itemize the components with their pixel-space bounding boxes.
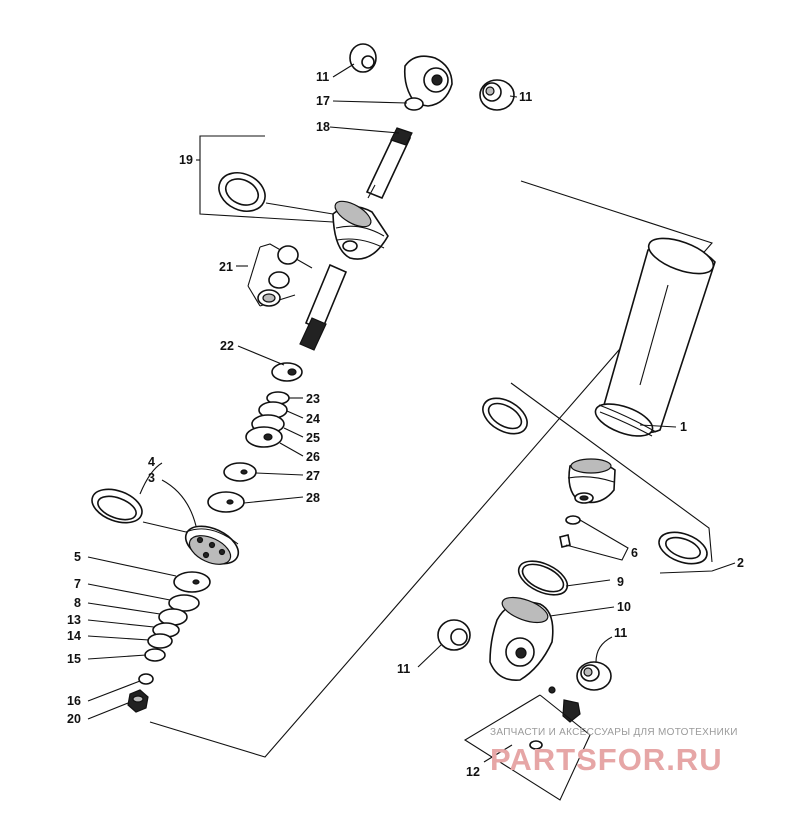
washer-stack — [207, 362, 303, 513]
upper-right-bushing — [479, 79, 515, 111]
callout-5: 5 — [74, 550, 81, 564]
small-fittings — [559, 515, 629, 561]
watermark: ЗАПЧАСТИ И АКСЕССУАРЫ ДЛЯ МОТОТЕХНИКИ PA… — [490, 727, 738, 777]
callout-7: 7 — [74, 577, 81, 591]
callout-17: 17 — [316, 94, 330, 108]
lower-right-bushing — [576, 661, 612, 691]
callout-15: 15 — [67, 652, 81, 666]
lower-eye-body — [489, 596, 554, 681]
watermark-logo: PARTSFOR.RU — [490, 742, 723, 777]
valve-sleeve-set — [247, 243, 313, 307]
callout-27: 27 — [306, 469, 320, 483]
callout-9: 9 — [617, 575, 624, 589]
callout-13: 13 — [67, 613, 81, 627]
air-valve — [463, 686, 591, 801]
callout-18: 18 — [316, 120, 330, 134]
callout-4: 4 — [148, 455, 155, 469]
lower-left-bushing — [437, 619, 471, 651]
callout-11-lower-left: 11 — [397, 662, 410, 676]
right-assembly-outline — [510, 382, 736, 574]
watermark-subtitle: ЗАПЧАСТИ И АКСЕССУАРЫ ДЛЯ МОТОТЕХНИКИ — [490, 727, 738, 738]
callout-11-upper-left: 11 — [316, 70, 329, 84]
callout-11-upper-right: 11 — [519, 90, 532, 104]
callout-6: 6 — [631, 546, 638, 560]
piston-rod-upper — [365, 127, 413, 200]
leader-lines — [87, 63, 677, 763]
callout-22: 22 — [220, 339, 234, 353]
callout-labels: 11 11 17 18 19 21 22 23 24 25 26 27 28 4… — [67, 70, 744, 779]
bracket-19-seal-ring — [218, 171, 266, 213]
callout-24: 24 — [306, 412, 320, 426]
callout-14: 14 — [67, 629, 81, 643]
o-ring — [517, 560, 569, 596]
callout-26: 26 — [306, 450, 320, 464]
callout-25: 25 — [306, 431, 320, 445]
callout-19: 19 — [179, 153, 193, 167]
callout-11-lower-right: 11 — [614, 626, 627, 640]
callout-21: 21 — [219, 260, 233, 274]
callout-10: 10 — [617, 600, 631, 614]
left-assembly-outline — [149, 180, 713, 758]
outer-tube — [594, 237, 716, 437]
piston-rod-lower — [299, 263, 348, 351]
upper-left-bushing — [349, 43, 377, 73]
callout-20: 20 — [67, 712, 81, 726]
callout-28: 28 — [306, 491, 320, 505]
lock-nut — [127, 689, 149, 713]
callout-1: 1 — [680, 420, 687, 434]
callout-12: 12 — [466, 765, 480, 779]
upper-eye-body — [403, 55, 453, 111]
callout-2: 2 — [737, 556, 744, 570]
upper-eye-mount — [349, 43, 515, 111]
callout-8: 8 — [74, 596, 81, 610]
right-cylinder-cap — [567, 458, 616, 504]
right-upper-seal-ring — [482, 397, 528, 435]
callout-23: 23 — [306, 392, 320, 406]
cylinder-head — [332, 200, 389, 260]
callout-16: 16 — [67, 694, 81, 708]
piston — [184, 525, 240, 565]
callout-3: 3 — [148, 471, 155, 485]
lower-washer-stack — [138, 571, 211, 685]
right-lower-seal-ring — [658, 531, 708, 565]
piston-ring — [91, 488, 143, 524]
